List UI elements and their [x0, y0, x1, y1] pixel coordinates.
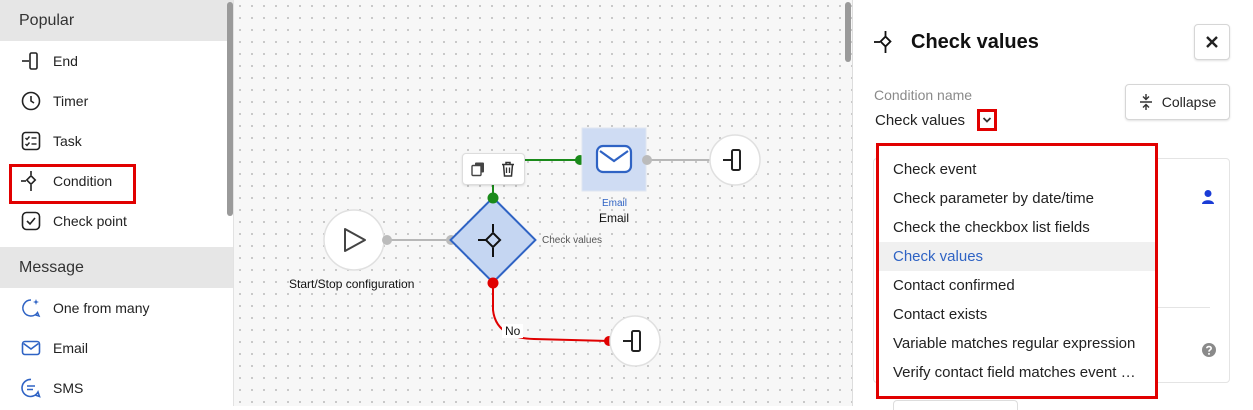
panel-title: Check values — [911, 31, 1039, 53]
end-icon — [20, 50, 42, 72]
palette-item-label: One from many — [53, 300, 150, 316]
palette-item-task[interactable]: Task — [0, 121, 226, 161]
email-node-label: Email — [599, 211, 630, 225]
canvas-scrollbar[interactable] — [845, 2, 851, 62]
palette-item-condition[interactable]: Condition — [0, 161, 226, 204]
node-palette: Popular End Timer Task Condition Check p… — [0, 0, 234, 406]
sms-icon — [20, 377, 42, 399]
dropdown-option-check-values[interactable]: Check values — [879, 242, 1155, 271]
email-icon — [20, 337, 42, 359]
help-icon[interactable] — [1201, 342, 1217, 363]
dropdown-option-contact-exists[interactable]: Contact exists — [893, 306, 988, 323]
panel-bottom-control[interactable] — [893, 400, 1018, 410]
dropdown-option-check-event[interactable]: Check event — [893, 161, 977, 178]
condition-icon — [20, 170, 42, 192]
play-icon — [344, 228, 366, 252]
close-button[interactable] — [1194, 24, 1230, 60]
person-icon[interactable] — [1201, 189, 1215, 210]
dropdown-option-variable-regex[interactable]: Variable matches regular expression — [893, 335, 1136, 352]
palette-item-label: SMS — [53, 380, 84, 396]
copy-icon[interactable] — [470, 161, 486, 177]
condition-dropdown-menu: Check event Check parameter by date/time… — [876, 143, 1158, 399]
condition-icon — [873, 30, 897, 59]
dropdown-option-contact-confirmed[interactable]: Contact confirmed — [893, 277, 1015, 294]
condition-dropdown-toggle[interactable] — [977, 109, 997, 131]
trash-icon[interactable] — [499, 160, 517, 178]
workflow-connections — [323, 127, 761, 367]
palette-item-one-from-many[interactable]: One from many — [0, 288, 226, 328]
workflow-canvas[interactable]: Start/Stop configuration Check values Em… — [234, 0, 852, 406]
task-icon — [20, 130, 42, 152]
palette-item-timer[interactable]: Timer — [0, 81, 226, 121]
end-node-no[interactable] — [609, 315, 661, 367]
dropdown-option-check-parameter-datetime[interactable]: Check parameter by date/time — [893, 190, 1094, 207]
dropdown-option-verify-contact-field[interactable]: Verify contact field matches event … — [893, 364, 1136, 381]
condition-node[interactable] — [449, 196, 537, 284]
no-branch-label: No — [502, 324, 524, 338]
collapse-label: Collapse — [1161, 94, 1217, 110]
email-node-caption: Email — [602, 198, 628, 209]
palette-item-check-point[interactable]: Check point — [0, 201, 226, 241]
email-icon — [595, 144, 633, 174]
start-node-label: Start/Stop configuration — [289, 277, 415, 291]
collapse-icon — [1139, 93, 1153, 111]
palette-item-label: Task — [53, 133, 82, 149]
email-node[interactable] — [581, 127, 647, 192]
collapse-button[interactable]: Collapse — [1125, 84, 1230, 120]
palette-item-sms[interactable]: SMS — [0, 368, 226, 406]
close-icon — [1205, 35, 1219, 49]
timer-icon — [20, 90, 42, 112]
condition-yes-port[interactable] — [487, 192, 499, 204]
palette-item-label: Timer — [53, 93, 89, 109]
condition-name-value[interactable]: Check values — [875, 112, 966, 129]
palette-item-end[interactable]: End — [0, 41, 226, 81]
palette-item-label: Check point — [53, 213, 127, 229]
node-toolbar — [462, 153, 525, 185]
section-header-popular: Popular — [0, 0, 233, 41]
section-header-message: Message — [0, 247, 233, 288]
start-output-port[interactable] — [382, 235, 392, 245]
end-node-yes[interactable] — [709, 134, 761, 186]
condition-name-label: Condition name — [874, 87, 973, 103]
check-point-icon — [20, 210, 42, 232]
condition-icon — [478, 224, 502, 257]
palette-item-label: Email — [53, 340, 89, 356]
sparkle-message-icon — [20, 297, 42, 319]
palette-item-label: Condition — [53, 173, 113, 189]
start-node[interactable] — [323, 209, 385, 271]
palette-item-email[interactable]: Email — [0, 328, 226, 368]
palette-scrollbar[interactable] — [227, 2, 233, 216]
email-output-port[interactable] — [642, 155, 652, 165]
chevron-down-icon — [982, 116, 992, 124]
condition-no-port[interactable] — [487, 277, 499, 289]
palette-item-label: End — [53, 53, 78, 69]
condition-node-caption: Check values — [542, 235, 603, 246]
dropdown-option-check-checkbox-list[interactable]: Check the checkbox list fields — [893, 219, 1090, 236]
